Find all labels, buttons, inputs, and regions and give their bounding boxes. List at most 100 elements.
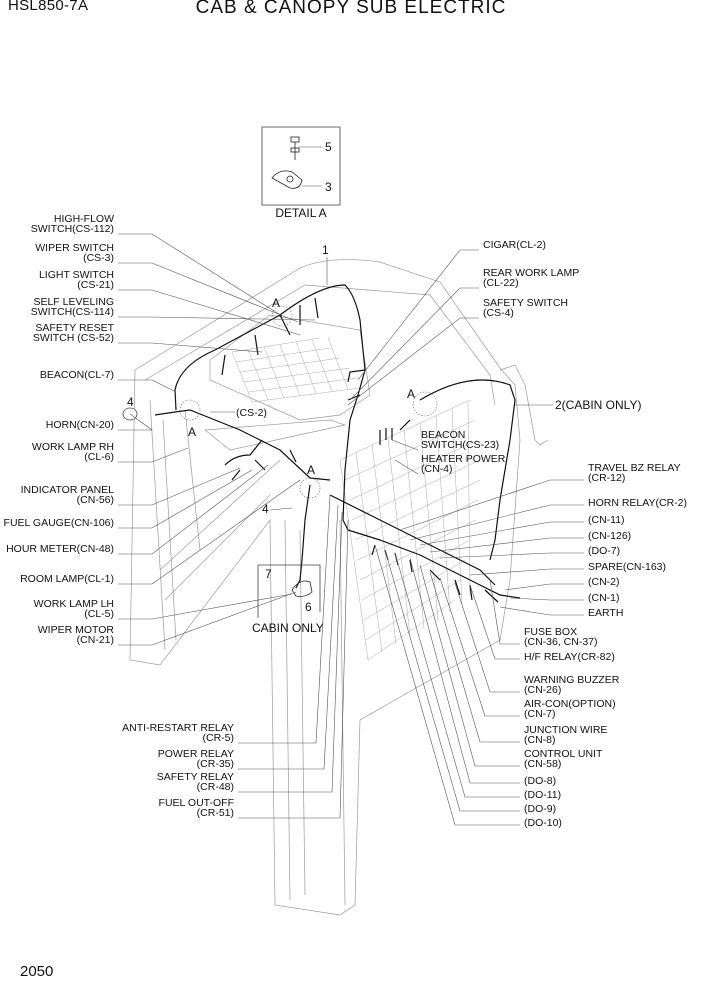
label-safety-relay-sub: (CR-48) <box>197 781 234 793</box>
label-warning-buzzer: WARNING BUZZER <box>524 674 620 686</box>
label-fuel-out-off: FUEL OUT-OFF <box>159 797 234 809</box>
label-beacon-cl-7: BEACON(CL-7) <box>40 369 114 381</box>
leader-4 <box>269 507 293 511</box>
label-fuse-box-sub: (CN-36, CN-37) <box>524 636 598 648</box>
label-safety-reset: SAFETY RESET <box>35 322 114 334</box>
label-wiper-motor-sub: (CN-21) <box>77 634 114 646</box>
label-earth: EARTH <box>588 607 623 619</box>
leader-safety-relay <box>238 511 343 793</box>
leader-horn-cn-20 <box>118 413 153 431</box>
leader-heater-power <box>394 459 419 475</box>
leader-control-unit <box>419 564 520 767</box>
label-light-switch: LIGHT SWITCH <box>39 269 114 281</box>
leader-power-relay <box>238 504 339 770</box>
leader-beacon-cl-7 <box>118 379 177 393</box>
leader-do-9 <box>384 549 520 812</box>
label-power-relay: POWER RELAY <box>158 748 234 760</box>
leader-beacon <box>391 439 419 451</box>
label-safety-relay: SAFETY RELAY <box>157 771 234 783</box>
detail-circles <box>179 305 438 499</box>
label-heater-power-sub: (CN-4) <box>421 463 453 475</box>
front-post <box>284 519 346 906</box>
leader-cn-11 <box>419 521 584 546</box>
label-heater-power: HEATER POWER <box>421 453 506 465</box>
label-room-lamp-cl-1: ROOM LAMP(CL-1) <box>20 573 114 585</box>
leader-do-7 <box>439 552 584 559</box>
label-safety-switch: SAFETY SWITCH <box>483 297 568 309</box>
leader-junction-wire <box>429 571 520 743</box>
a-mark-rear: A <box>407 387 415 401</box>
detail-a-frame <box>261 126 341 206</box>
wiper-lead <box>295 484 311 589</box>
callout-4-front: 4 <box>262 502 269 516</box>
label-safety-reset-sub: SWITCH (CS-52) <box>33 332 114 344</box>
detail-a: 5 3 DETAIL A <box>261 126 341 220</box>
model-code: HSL850-7A <box>8 0 89 14</box>
right-labels: TRAVEL BZ RELAY(CR-12)HORN RELAY(CR-2)(C… <box>399 462 687 619</box>
leader-hour-meter-cn-48 <box>118 464 269 555</box>
label-rear-work-lamp: REAR WORK LAMP <box>483 267 579 279</box>
roof-panel <box>209 314 371 421</box>
leader-self-leveling <box>118 316 316 321</box>
bolt-drawing <box>271 136 303 189</box>
leader-cn-126 <box>429 537 584 553</box>
leader-work-lamp-lh <box>118 593 293 620</box>
detail-a-caption: DETAIL A <box>275 206 326 220</box>
leader-cigar-cl-2 <box>357 249 479 381</box>
label-fuel-out-off-sub: (CR-51) <box>197 807 234 819</box>
label-self-leveling-sub: SWITCH(CS-114) <box>31 306 114 318</box>
leader-high-flow <box>118 233 283 317</box>
leader-work-lamp-rh <box>118 447 189 463</box>
label-safety-switch-sub: (CS-4) <box>483 307 514 319</box>
leader-spare-cn-163 <box>469 568 584 576</box>
roof-grid <box>231 337 361 403</box>
label-light-switch-sub: (CS-21) <box>77 279 114 291</box>
label-wiper-switch-sub: (CS-3) <box>83 252 114 264</box>
label-do-8: (DO-8) <box>524 775 556 787</box>
label-spare-cn-163: SPARE(CN-163) <box>588 561 666 573</box>
label-wiper-switch: WIPER SWITCH <box>35 242 114 254</box>
leader-wiper-motor <box>118 591 297 646</box>
switch-branches <box>221 297 319 376</box>
cs2-label: (CS-2) <box>236 407 267 419</box>
leader-cn-2 <box>504 583 584 591</box>
lower-harness <box>347 529 521 599</box>
label-junction-wire: JUNCTION WIRE <box>524 724 607 736</box>
label-control-unit: CONTROL UNIT <box>524 748 603 760</box>
label-indicator-panel: INDICATOR PANEL <box>21 484 115 496</box>
cigar-branches <box>347 369 366 401</box>
rear-harness <box>329 494 496 586</box>
label-cigar-cl-2: CIGAR(CL-2) <box>483 239 546 251</box>
leader-fuel-gauge-cn-106 <box>118 469 253 529</box>
leader-safety-switch <box>347 317 479 406</box>
label-air-con-option: AIR-CON(OPTION) <box>524 698 616 710</box>
label-horn-relay-cr-2: HORN RELAY(CR-2) <box>588 497 687 509</box>
label-anti-restart-relay-sub: (CR-5) <box>203 732 235 744</box>
label-work-lamp-rh: WORK LAMP RH <box>32 441 114 453</box>
callout-2: 2(CABIN ONLY) <box>555 398 641 412</box>
main-loop-wire <box>174 284 366 531</box>
leader-indicator-panel <box>118 467 241 506</box>
leader-do-8 <box>409 557 520 784</box>
label-horn-cn-20: HORN(CN-20) <box>46 419 114 431</box>
bottom-right-labels: FUSE BOX(CN-36, CN-37)H/F RELAY(CR-82)WA… <box>374 544 620 829</box>
leader-travel-bz-relay <box>399 479 584 531</box>
leader-cn-1 <box>509 597 584 601</box>
leader-do-10 <box>374 544 520 826</box>
cabin-only-inset: 7 6 CABIN ONLY <box>252 564 324 635</box>
label-wiper-motor: WIPER MOTOR <box>38 624 115 636</box>
label-beacon: BEACON <box>421 429 465 441</box>
cab-outline <box>129 259 521 916</box>
callout-3: 3 <box>325 180 332 194</box>
a-mark-front: A <box>307 463 315 477</box>
label-h-f-relay-cr-82: H/F RELAY(CR-82) <box>524 651 615 663</box>
leader-fuse-box <box>489 579 520 645</box>
page-number: 2050 <box>20 963 54 980</box>
front-harness <box>154 409 331 481</box>
label-do-9: (DO-9) <box>524 803 556 815</box>
shelf <box>204 419 347 451</box>
leader-light-switch <box>118 289 301 336</box>
a-mark-roof: A <box>272 296 280 310</box>
